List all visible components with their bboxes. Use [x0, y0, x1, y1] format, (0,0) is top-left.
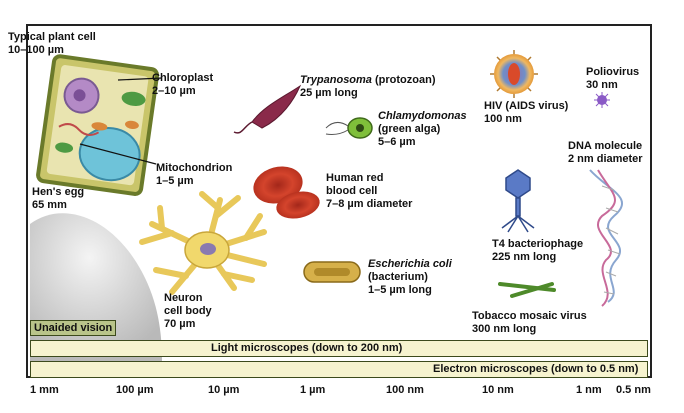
label-hens-egg: Hen's egg 65 mm — [32, 186, 84, 212]
t4-bacteriophage — [501, 169, 535, 233]
t4-name: T4 bacteriophage — [492, 238, 584, 250]
label-mitochondrion: Mitochondrion 1–5 µm — [156, 162, 232, 188]
trypanosoma-size: 25 µm long — [300, 87, 358, 99]
trypanosoma-note: (protozoan) — [371, 74, 436, 86]
hiv-name: HIV (AIDS virus) — [484, 100, 569, 112]
chlamydomonas-note: (green alga) — [378, 123, 441, 135]
label-dna: DNA molecule 2 nm diameter — [568, 140, 643, 166]
light-microscopes-label: Light microscopes (down to 200 nm) — [211, 342, 403, 354]
chloroplast-size: 2–10 µm — [152, 85, 196, 97]
rbc-size: 7–8 µm diameter — [326, 198, 413, 210]
mitochondrion-size: 1–5 µm — [156, 175, 194, 187]
ecoli-note: (bacterium) — [368, 271, 428, 283]
tmv-name: Tobacco mosaic virus — [472, 310, 587, 322]
poliovirus-size: 30 nm — [586, 79, 618, 91]
ecoli-size: 1–5 µm long — [368, 284, 432, 296]
label-red-blood-cell: Human red blood cell 7–8 µm diameter — [326, 172, 412, 211]
unaided-vision-bar: Unaided vision — [30, 320, 116, 336]
tick-100um: 100 µm — [116, 384, 154, 396]
electron-microscopes-label: Electron microscopes (down to 0.5 nm) — [433, 363, 639, 375]
illustrations — [30, 50, 623, 362]
tick-1um: 1 µm — [300, 384, 326, 396]
poliovirus — [594, 92, 610, 108]
tick-1mm: 1 mm — [30, 384, 59, 396]
label-ecoli: Escherichia coli (bacterium) 1–5 µm long — [368, 258, 452, 297]
red-blood-cells — [253, 166, 320, 219]
mitochondrion-name: Mitochondrion — [156, 162, 233, 174]
label-t4: T4 bacteriophage 225 nm long — [492, 238, 583, 264]
unaided-vision-label: Unaided vision — [34, 322, 113, 334]
chlamydomonas-name: Chlamydomonas — [378, 110, 467, 122]
label-chlamydomonas: Chlamydomonas (green alga) 5–6 µm — [378, 110, 467, 149]
tick-0-5nm: 0.5 nm — [616, 384, 651, 396]
dna-size: 2 nm diameter — [568, 153, 643, 165]
tick-10nm: 10 nm — [482, 384, 514, 396]
label-hiv: HIV (AIDS virus) 100 nm — [484, 100, 568, 126]
label-trypanosoma: Trypanosoma (protozoan) 25 µm long — [300, 74, 435, 100]
ecoli — [303, 261, 361, 283]
plant-cell-size: 10–100 µm — [8, 44, 64, 56]
hiv-virus — [490, 50, 538, 98]
plant-cell — [36, 54, 160, 196]
hens-egg-size: 65 mm — [32, 199, 67, 211]
light-microscopes-bar: Light microscopes (down to 200 nm) — [30, 340, 648, 357]
trypanosoma — [233, 84, 302, 134]
label-tmv: Tobacco mosaic virus 300 nm long — [472, 310, 587, 336]
label-neuron: Neuron cell body 70 µm — [164, 292, 212, 331]
neuron-line2: cell body — [164, 305, 212, 317]
label-chloroplast: Chloroplast 2–10 µm — [152, 72, 213, 98]
tmv-size: 300 nm long — [472, 323, 537, 335]
label-poliovirus: Poliovirus 30 nm — [586, 66, 639, 92]
t4-size: 225 nm long — [492, 251, 557, 263]
dna-molecule — [589, 169, 623, 307]
chlamydomonas — [325, 117, 373, 139]
dna-name: DNA molecule — [568, 140, 643, 152]
trypanosoma-name: Trypanosoma — [300, 74, 372, 86]
chloroplast-name: Chloroplast — [152, 72, 214, 84]
hens-egg-name: Hen's egg — [32, 186, 85, 198]
label-plant-cell: Typical plant cell 10–100 µm — [8, 31, 96, 57]
poliovirus-name: Poliovirus — [586, 66, 640, 78]
ecoli-name: Escherichia coli — [368, 258, 452, 270]
chlamydomonas-size: 5–6 µm — [378, 136, 416, 148]
rbc-line2: blood cell — [326, 185, 378, 197]
neuron-line1: Neuron — [164, 292, 203, 304]
electron-microscopes-bar: Electron microscopes (down to 0.5 nm) — [30, 361, 648, 378]
rbc-line1: Human red — [326, 172, 384, 184]
tick-10um: 10 µm — [208, 384, 240, 396]
hiv-size: 100 nm — [484, 113, 522, 125]
plant-cell-name: Typical plant cell — [8, 31, 96, 43]
tick-1nm: 1 nm — [576, 384, 602, 396]
neuron-size: 70 µm — [164, 318, 196, 330]
diagram-frame: Typical plant cell 10–100 µm Chloroplast… — [8, 24, 652, 378]
tick-100nm: 100 nm — [386, 384, 424, 396]
neuron-nucleus — [200, 243, 216, 255]
tobacco-mosaic-virus — [498, 282, 556, 298]
